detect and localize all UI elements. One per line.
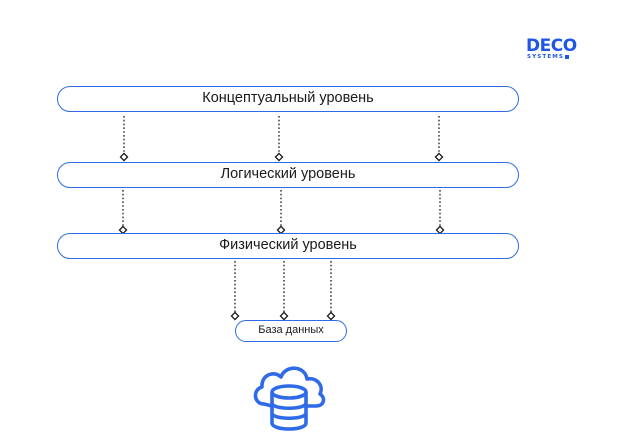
logo-subtitle: SYSTEMS: [527, 54, 570, 61]
connector-endpoint: [326, 311, 336, 321]
cloud-database-icon: [253, 366, 326, 431]
level-physical: Физический уровень: [57, 233, 519, 259]
connector-endpoint: [435, 225, 445, 235]
connector-endpoint: [434, 152, 444, 162]
connector-endpoint: [276, 225, 286, 235]
logo-brand: DECO: [526, 36, 577, 56]
connector-endpoint: [119, 152, 129, 162]
level-conceptual: Концептуальный уровень: [57, 86, 519, 112]
connector-endpoint: [274, 152, 284, 162]
connector-endpoint: [118, 225, 128, 235]
connector-endpoint: [279, 311, 289, 321]
connector-endpoint: [230, 311, 240, 321]
deco-systems-logo: DECO SYSTEMS: [526, 38, 582, 64]
database-label: База данных: [235, 320, 347, 342]
level-logical: Логический уровень: [57, 162, 519, 188]
